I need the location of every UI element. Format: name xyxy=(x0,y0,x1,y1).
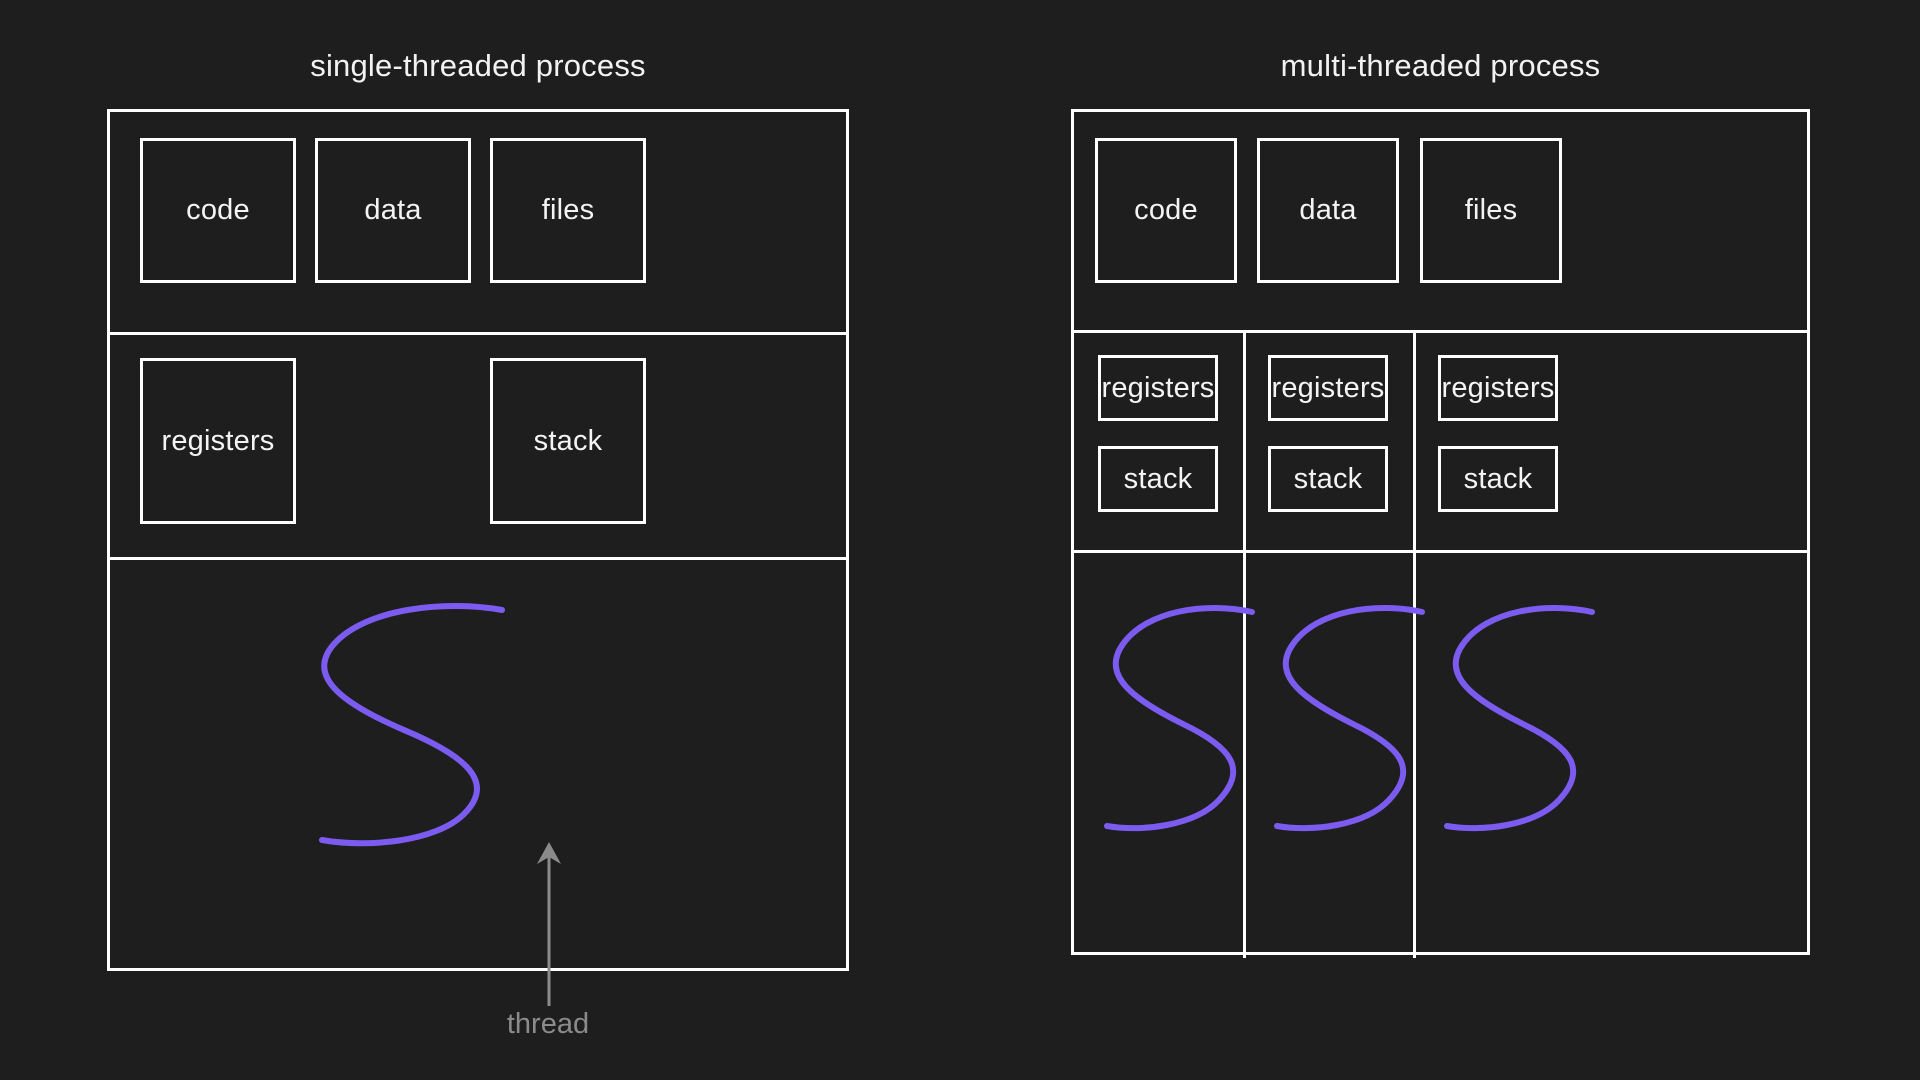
cell-label: files xyxy=(1464,194,1518,226)
cell-label: stack xyxy=(1123,462,1193,495)
cell-registers-thread-2: registers xyxy=(1268,355,1388,421)
cell-registers-single: registers xyxy=(140,358,296,524)
cell-code-single: code xyxy=(140,138,296,283)
cell-label: registers xyxy=(1271,371,1385,404)
divider-shared-thread-multi xyxy=(1074,330,1807,333)
divider-thread-2-3 xyxy=(1413,330,1416,958)
divider-thread-1-2 xyxy=(1243,330,1246,958)
cell-files-single: files xyxy=(490,138,646,283)
process-box-multi-threaded: code data files registers stack register… xyxy=(1071,109,1810,958)
cell-stack-thread-1: stack xyxy=(1098,446,1218,512)
cell-code-multi: code xyxy=(1095,138,1237,283)
cell-label: code xyxy=(186,194,250,226)
cell-stack-thread-3: stack xyxy=(1438,446,1558,512)
thread-curve-thread-1 xyxy=(1104,605,1255,832)
divider-thread-curve-multi xyxy=(1074,550,1807,553)
cell-stack-thread-2: stack xyxy=(1268,446,1388,512)
process-box-single-threaded: code data files registers stack xyxy=(107,109,849,971)
divider-thread-curve-single xyxy=(110,557,846,560)
panel-title-single-threaded: single-threaded process xyxy=(310,48,646,83)
cell-registers-thread-1: registers xyxy=(1098,355,1218,421)
thread-annotation-label: thread xyxy=(506,1008,590,1040)
cell-registers-thread-3: registers xyxy=(1438,355,1558,421)
cell-files-multi: files xyxy=(1420,138,1562,283)
cell-data-single: data xyxy=(315,138,471,283)
cell-label: registers xyxy=(161,424,275,457)
thread-curve-thread-3 xyxy=(1444,605,1595,832)
cell-data-multi: data xyxy=(1257,138,1399,283)
cell-label: stack xyxy=(1463,462,1533,495)
cell-label: code xyxy=(1134,194,1198,226)
thread-curve-single xyxy=(319,603,505,847)
cell-stack-single: stack xyxy=(490,358,646,524)
thread-curve-thread-2 xyxy=(1274,605,1425,832)
cell-label: registers xyxy=(1441,371,1555,404)
divider-shared-thread-single xyxy=(110,332,846,335)
cell-label: stack xyxy=(1293,462,1363,495)
cell-label: files xyxy=(541,194,595,226)
panel-title-multi-threaded: multi-threaded process xyxy=(1280,48,1601,83)
cell-label: data xyxy=(364,194,422,226)
cell-label: data xyxy=(1299,194,1357,226)
cell-label: stack xyxy=(533,424,603,457)
cell-label: registers xyxy=(1101,371,1215,404)
